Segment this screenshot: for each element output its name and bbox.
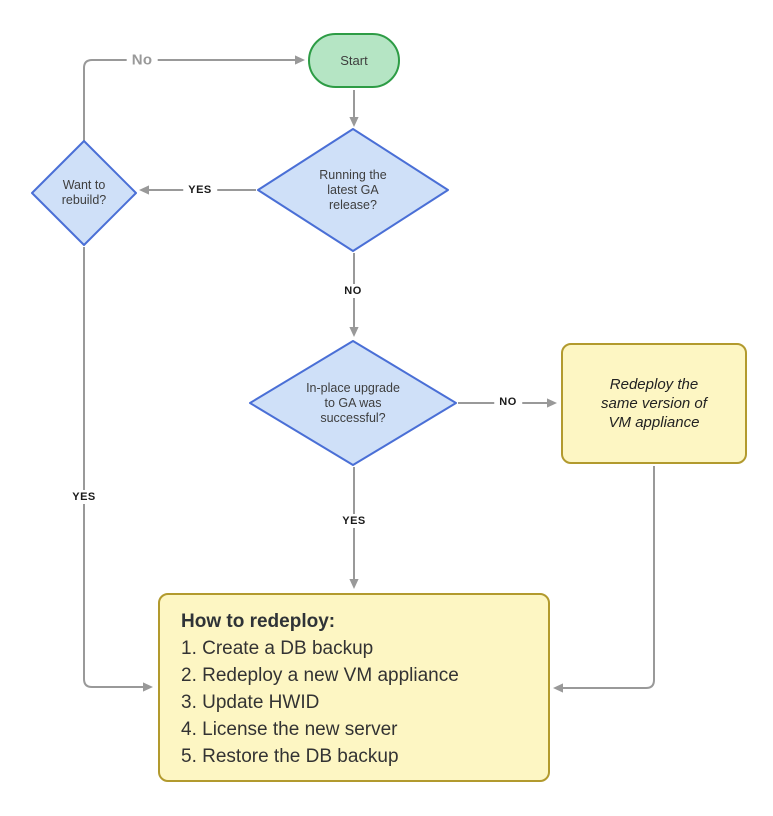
how-to-redeploy-title: How to redeploy:	[181, 611, 336, 632]
decision-latest-ga-shape	[257, 128, 449, 252]
connector-redeploy-same-to-howto	[553, 466, 655, 693]
how-to-redeploy-step: 3. Update HWID	[181, 692, 320, 713]
edge-label-no-upgrade-to-redeploy: NO	[494, 395, 522, 409]
edge-label-yes-latest-to-rebuild: YES	[183, 183, 217, 197]
connector-want-rebuild-to-howto	[83, 247, 153, 692]
edge-label-no-latest-to-upgrade: NO	[339, 284, 367, 298]
edge-label-yes-upgrade-to-howto: YES	[337, 514, 371, 528]
start-node: Start	[308, 33, 400, 88]
edge-label-no-rebuild-to-start: No	[126, 50, 158, 70]
how-to-redeploy-step: 4. License the new server	[181, 719, 398, 740]
decision-want-rebuild-shape	[31, 140, 137, 246]
process-how-to-redeploy: How to redeploy: 1. Create a DB backup 2…	[158, 593, 550, 782]
how-to-redeploy-step: 1. Create a DB backup	[181, 638, 374, 659]
process-redeploy-same-version: Redeploy the same version of VM applianc…	[561, 343, 747, 464]
decision-upgrade-successful-shape	[249, 340, 457, 466]
how-to-redeploy-step: 2. Redeploy a new VM appliance	[181, 665, 459, 686]
how-to-redeploy-step: 5. Restore the DB backup	[181, 746, 399, 767]
connector-want-rebuild-to-start	[83, 55, 305, 141]
edge-label-yes-rebuild-to-howto: YES	[67, 490, 101, 504]
